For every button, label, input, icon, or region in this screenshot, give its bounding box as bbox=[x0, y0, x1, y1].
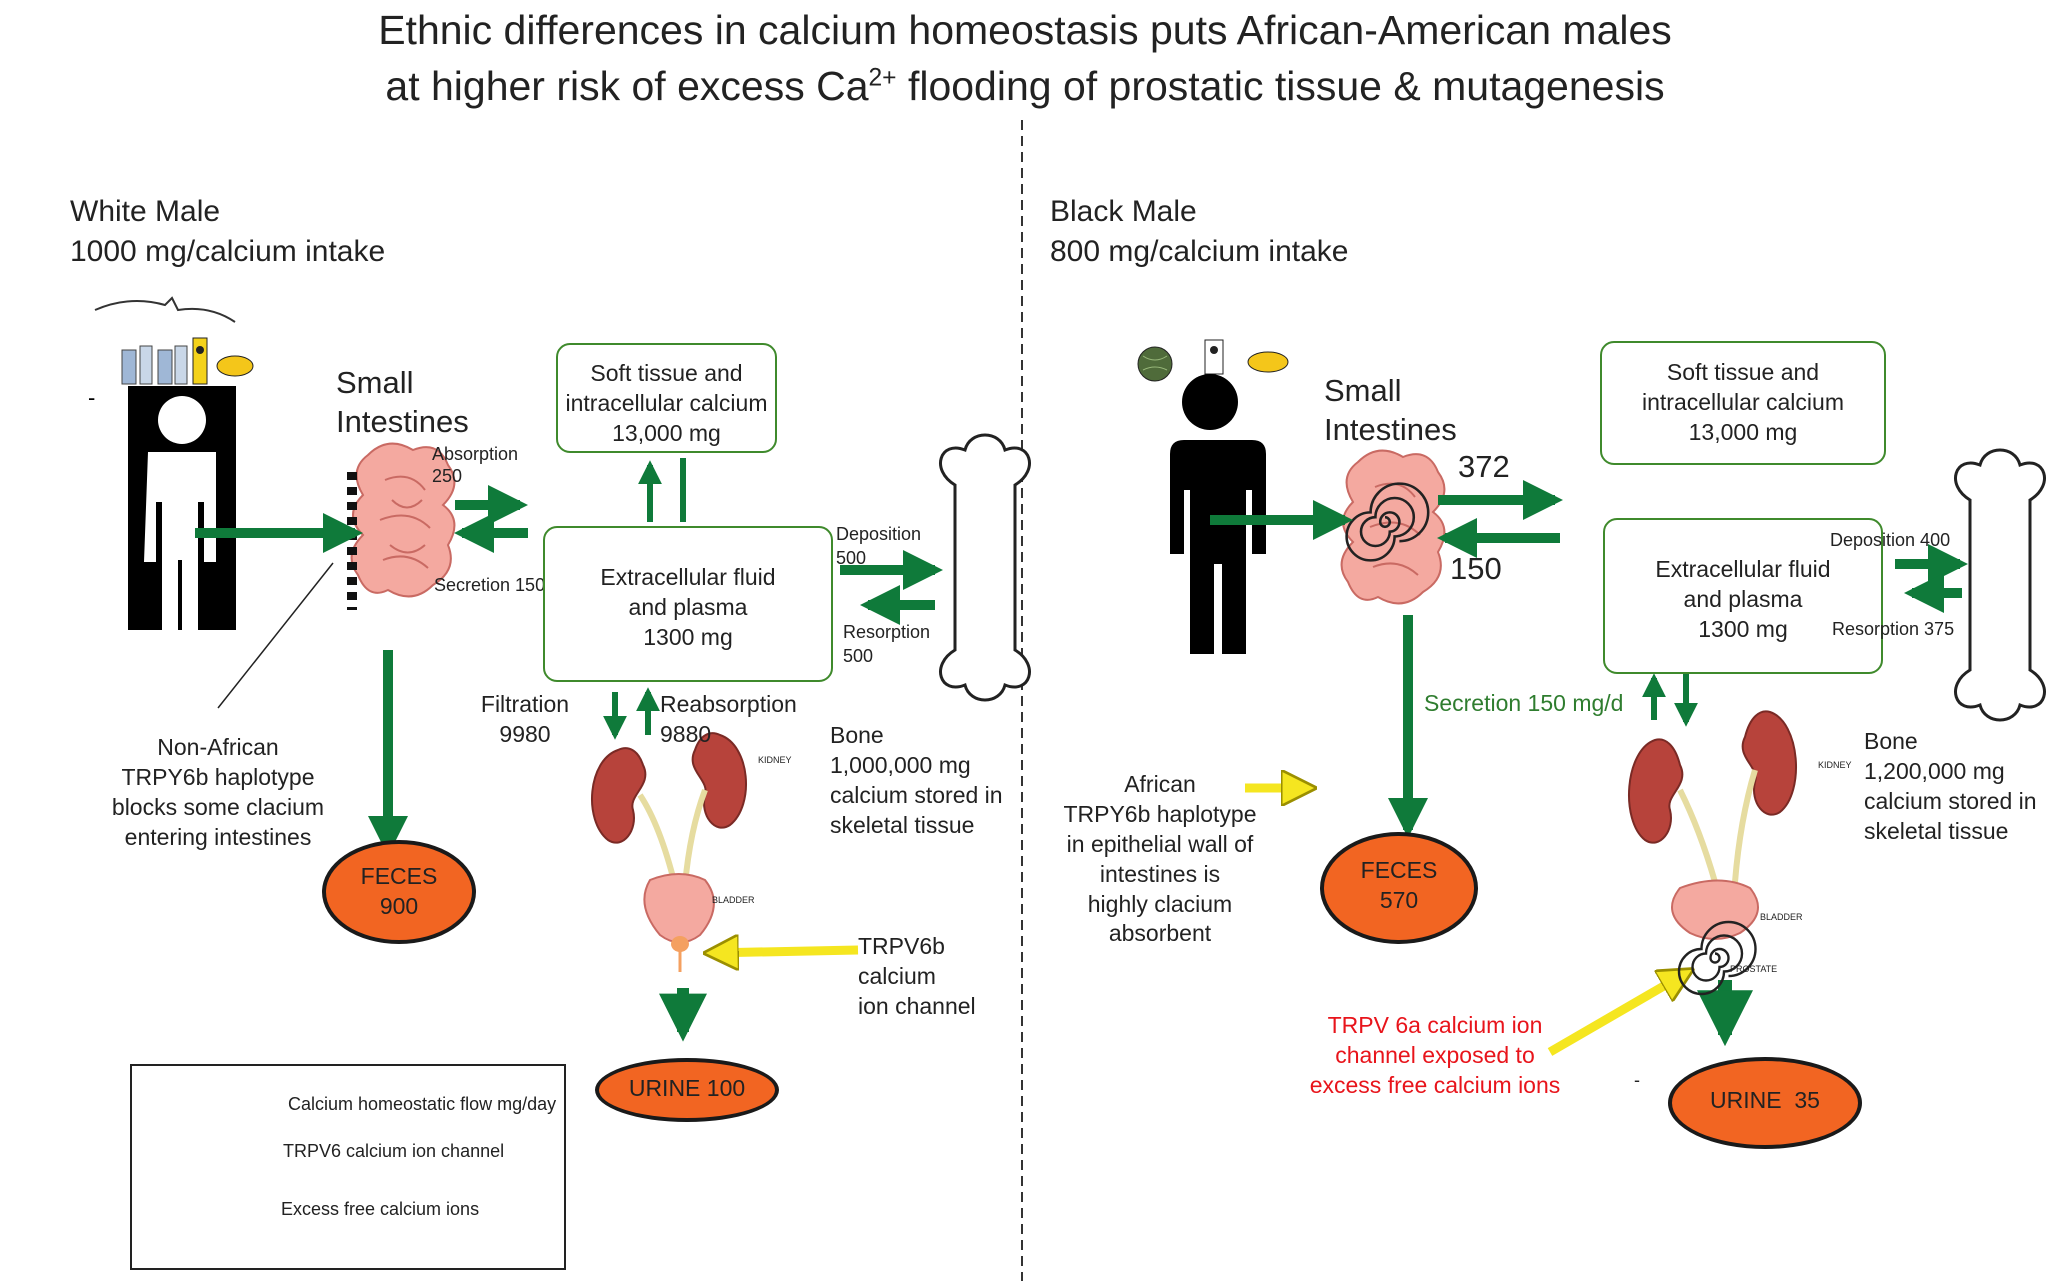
left-reabsorption-label: Reabsorption 9880 bbox=[660, 691, 797, 747]
right-secretion-value: 150 bbox=[1450, 551, 1502, 586]
right-bone-text: Bone 1,200,000 mg calcium stored in skel… bbox=[1864, 728, 2037, 844]
right-feces-oval: FECES 570 bbox=[1320, 832, 1478, 944]
left-ecf-box: Extracellular fluid and plasma 1300 mg bbox=[543, 526, 833, 682]
right-heading: Black Male bbox=[1050, 195, 1197, 228]
legend-ions-label: Excess free calcium ions bbox=[281, 1199, 480, 1219]
right-ecf-box: Extracellular fluid and plasma 1300 mg bbox=[1603, 518, 1883, 674]
left-bladder-label: BLADDER bbox=[712, 895, 755, 905]
black-male-figure bbox=[1168, 374, 1266, 654]
title-line-2: at higher risk of excess Ca2+ flooding o… bbox=[385, 63, 1665, 109]
legend-channel-label: TRPV6 calcium ion channel bbox=[283, 1141, 505, 1161]
left-heading: White Male bbox=[70, 195, 221, 228]
right-intake: 800 mg/calcium intake bbox=[1050, 235, 1349, 268]
right-prostate-label: PROSTATE bbox=[1730, 964, 1778, 974]
right-soft-tissue-text: Soft tissue and intracellular calcium 13… bbox=[1642, 359, 1844, 445]
pointer-line-left bbox=[217, 562, 334, 709]
small-intestine-right bbox=[1340, 449, 1446, 605]
arrow-trpv-right bbox=[1547, 972, 1688, 1056]
food-items-right bbox=[1137, 339, 1289, 382]
left-deposition-label: Deposition 500 bbox=[836, 524, 922, 569]
right-trpv-label: TRPV 6a calcium ion channel exposed to e… bbox=[1309, 1012, 1561, 1098]
right-resorption-label: Resorption 375 bbox=[1832, 619, 1955, 639]
right-secretion-gut-label: Secretion 150 mg/d bbox=[1424, 690, 1624, 716]
left-filtration-label: Filtration 9980 bbox=[480, 691, 570, 747]
arrow-trpv-left bbox=[710, 950, 859, 953]
left-feces-text: FECES 900 bbox=[360, 863, 438, 919]
right-ecf-text: Extracellular fluid and plasma 1300 mg bbox=[1655, 556, 1831, 642]
flow-arrows-left bbox=[195, 458, 943, 1042]
left-kidney-label: KIDNEY bbox=[758, 755, 792, 765]
left-small-intestines-label: Small Intestines bbox=[336, 365, 469, 439]
bone-right bbox=[1954, 448, 2046, 722]
right-deposition-label: Deposition 400 bbox=[1830, 530, 1951, 550]
right-feces-text: FECES 570 bbox=[1360, 857, 1438, 913]
white-male-figure bbox=[128, 386, 236, 630]
urinary-tract-right bbox=[1628, 710, 1797, 996]
svg-text:-: - bbox=[88, 385, 95, 410]
left-soft-tissue-text: Soft tissue and intracellular calcium 13… bbox=[565, 360, 768, 446]
title-line-1: Ethnic differences in calcium homeostasi… bbox=[378, 7, 1672, 53]
right-small-intestines-label: Small Intestines bbox=[1324, 373, 1457, 447]
legend-flow-label: Calcium homeostatic flow mg/day bbox=[288, 1094, 557, 1114]
right-absorption-value: 372 bbox=[1458, 449, 1510, 484]
left-secretion-label: Secretion 150 bbox=[434, 575, 546, 595]
left-resorption-label: Resorption 500 bbox=[843, 622, 931, 667]
left-bone-text: Bone 1,000,000 mg calcium stored in skel… bbox=[830, 722, 1003, 838]
left-feces-oval: FECES 900 bbox=[322, 840, 476, 944]
left-urine-oval: URINE 100 bbox=[595, 1058, 779, 1122]
left-intake: 1000 mg/calcium intake bbox=[70, 235, 386, 268]
food-items-left bbox=[94, 296, 254, 385]
urinary-tract-left bbox=[591, 732, 747, 972]
right-urine-text: URINE 35 bbox=[1710, 1087, 1820, 1113]
legend-box bbox=[130, 1064, 566, 1270]
right-urine-oval: URINE 35 bbox=[1668, 1057, 1862, 1149]
left-trpv-label: TRPV6b calcium ion channel bbox=[858, 933, 976, 1019]
flow-arrows-right bbox=[1210, 480, 1968, 1056]
right-kidney-label: KIDNEY bbox=[1818, 760, 1852, 770]
right-bladder-label: BLADDER bbox=[1760, 912, 1803, 922]
bone-left bbox=[939, 433, 1031, 702]
right-soft-tissue-box: Soft tissue and intracellular calcium 13… bbox=[1600, 341, 1886, 465]
right-haplotype-note: African TRPY6b haplotype in epithelial w… bbox=[1063, 771, 1257, 947]
left-soft-tissue-box: Soft tissue and intracellular calcium 13… bbox=[556, 343, 777, 453]
right-dash-mark: - bbox=[1634, 1070, 1640, 1090]
left-absorption-label: Absorption 250 bbox=[432, 444, 519, 486]
left-haplotype-note: Non-African TRPY6b haplotype blocks some… bbox=[111, 734, 325, 850]
left-ecf-text: Extracellular fluid and plasma 1300 mg bbox=[600, 564, 776, 650]
left-urine-text: URINE 100 bbox=[628, 1075, 746, 1101]
